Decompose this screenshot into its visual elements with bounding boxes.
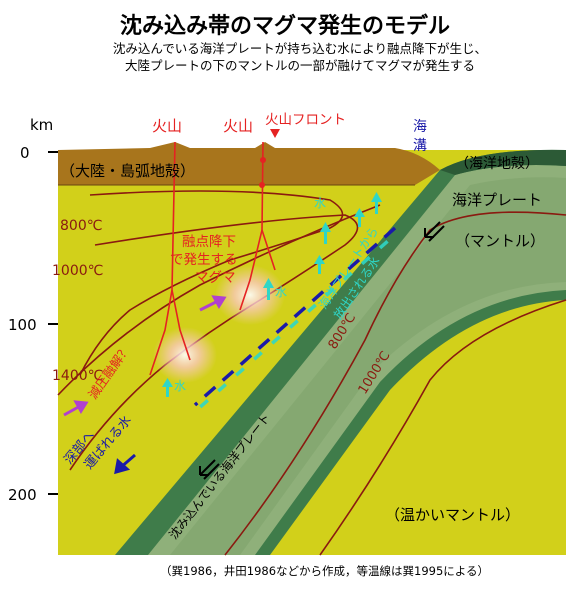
deep-water-arrow [114,453,136,475]
oceanic-crust-label: （海洋地殻） [455,156,539,172]
mantle-label: （マントル） [455,232,545,250]
isotherm-label-800-a: 800℃ [60,218,102,234]
magma-label-3: マグマ [195,270,236,286]
volcano-label-1: 火山 [152,117,182,135]
tick-label-200: 200 [8,486,37,504]
subtitle-line-2: 大陸プレートの下のマントルの一部が融けてマグマが発生する [124,58,475,73]
oceanic-plate-label: 海洋プレート [452,191,542,209]
tick-label-100: 100 [8,316,37,334]
trench-label-1: 海 [413,119,427,135]
volcanic-front-marker [270,129,280,138]
axis-ticks: 0 100 200 [8,144,58,504]
mantle-flow-arrows [63,295,227,417]
page-title: 沈み込み帯のマグマ発生のモデル [119,14,450,39]
volcanic-front-label: 火山フロント [265,112,346,128]
magma-label-1: 融点降下 [182,234,236,250]
plate-motion-arrows [199,221,445,480]
isotherm-label-1000-a: 1000℃ [52,263,103,279]
magma-glow-2 [153,327,217,383]
water-label-1: 水 [314,196,326,210]
warm-mantle-label: （温かいマントル） [385,506,520,524]
tick-label-0: 0 [20,144,30,162]
axis-unit: km [30,116,53,134]
volcano-label-2: 火山 [223,117,253,135]
subtitle-line-1: 沈み込んでいる海洋プレートが持ち込む水により融点降下が生じ、 [112,41,488,56]
isotherm-label-1400: 1400℃ [52,368,103,384]
water-arrows [162,192,382,397]
continental-crust-label: （大陸・島弧地殻） [60,162,195,180]
continental-crust [58,142,440,185]
magma-label-2: で発生する [170,252,238,268]
source-note: （巽1986，井田1986などから作成，等温線は巽1995による） [160,564,489,578]
trench-label-2: 溝 [413,138,427,154]
slab-water-flow [193,226,400,411]
water-label-2: 水 [275,285,287,299]
water-label-3: 水 [174,379,186,393]
